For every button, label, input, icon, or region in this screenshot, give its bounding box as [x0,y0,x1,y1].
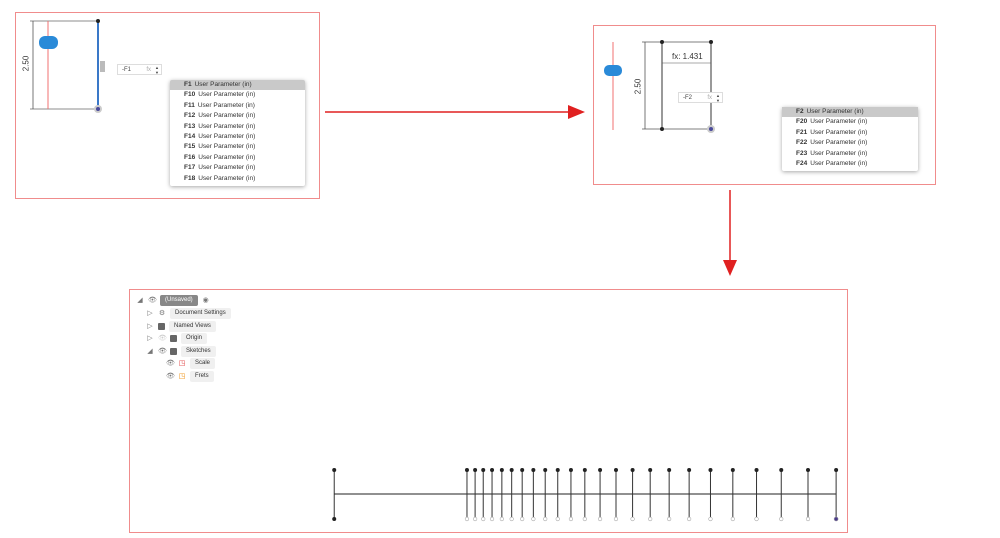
param-desc: User Parameter (in) [198,132,256,140]
stepper-icon[interactable]: ▲▼ [155,65,159,75]
dimension-label: 2.50 [21,55,31,72]
param-desc: User Parameter (in) [810,128,868,136]
dimension-label: 2.50 [633,78,643,95]
param-name: F14 [184,132,196,140]
browser-item-sketches[interactable]: ◢👁Sketches [146,345,216,357]
arrow-down [723,190,737,276]
item-label: Scale [190,358,216,369]
browser-item-document-settings[interactable]: ▷⚙Document Settings [146,308,231,319]
sketch-item-frets[interactable]: 👁◳ Frets [166,370,214,382]
param-desc: User Parameter (in) [198,91,256,99]
gear-icon: ⚙ [158,310,166,317]
folder-icon [158,322,165,330]
param-desc: User Parameter (in) [810,118,868,126]
radio-icon[interactable]: ◉ [202,297,209,304]
param-name: F17 [184,164,196,172]
param-name: F13 [184,122,196,130]
folder-icon [170,335,177,342]
browser-root[interactable]: ◢👁(Unsaved)◉ [137,295,209,306]
sketch-icon: ◳ [178,360,186,367]
item-label: Named Views [169,320,216,332]
param-name: F10 [184,91,196,99]
param-desc: User Parameter (in) [198,164,256,172]
arrow-right [325,105,585,119]
param-desc: User Parameter (in) [806,108,864,115]
param-desc: User Parameter (in) [198,153,256,161]
param-name: F2 [796,108,804,115]
mirror-handle-icon [604,65,622,76]
result-panel [129,289,848,533]
param-name: F16 [184,153,196,161]
param-desc: User Parameter (in) [810,159,868,167]
sketch-icon: ◳ [178,372,186,380]
item-label: Frets [190,370,214,382]
root-label: (Unsaved) [160,295,198,306]
param-desc: User Parameter (in) [810,139,868,147]
eye-icon[interactable]: 👁 [158,347,167,355]
fx-button[interactable]: fx [146,67,151,73]
param-desc: User Parameter (in) [810,149,868,157]
param-desc: User Parameter (in) [198,143,256,151]
param-desc: User Parameter (in) [197,101,255,109]
param-name: F23 [796,149,808,157]
item-label: Document Settings [170,308,231,319]
param-name: F21 [796,128,808,136]
param-name: F1 [184,81,192,88]
param-name: F12 [184,112,196,120]
param-name: F18 [184,174,196,182]
eye-icon[interactable]: 👁 [166,372,175,380]
eye-hidden-icon[interactable]: 👁 [158,335,167,342]
input-value: -F1 [122,67,131,73]
param-name: F20 [796,118,808,126]
param-name: F22 [796,139,808,147]
dimension-input[interactable]: -F2 fx ▲▼ [678,92,723,103]
sketch-canvas-2 [604,40,715,133]
folder-icon [170,347,177,355]
item-label: Origin [181,333,208,344]
mirror-handle-icon [39,36,58,49]
browser-item-named-views[interactable]: ▷Named Views [146,320,216,332]
param-name: F24 [796,159,808,167]
stepper-icon[interactable]: ▲▼ [716,93,720,103]
param-desc: User Parameter (in) [198,112,256,120]
fx-dimension-label: fx: 1.431 [672,52,703,61]
item-label: Sketches [181,345,216,357]
browser-item-origin[interactable]: ▷👁Origin [146,333,208,344]
param-name: F15 [184,143,196,151]
param-desc: User Parameter (in) [194,81,252,88]
sketch-item-scale[interactable]: 👁◳ Scale [166,358,216,369]
sketch-canvas-1 [30,19,105,113]
eye-icon[interactable]: 👁 [166,360,175,367]
eye-icon[interactable]: 👁 [148,297,157,304]
param-desc: User Parameter (in) [198,122,256,130]
param-desc: User Parameter (in) [198,174,256,182]
input-value: -F2 [683,95,692,101]
dimension-input[interactable]: -F1 fx ▲▼ [117,64,162,75]
fx-button[interactable]: fx [707,95,712,101]
param-name: F11 [184,101,195,109]
